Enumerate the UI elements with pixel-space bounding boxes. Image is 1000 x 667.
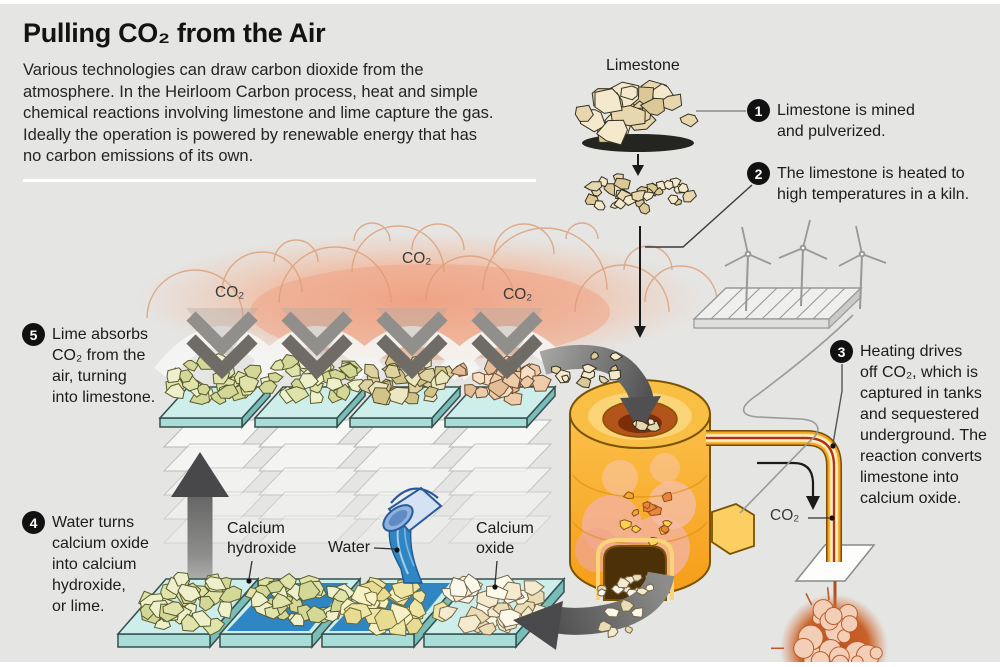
step-3: 3 Heating drives off CO₂, which is captu… [830, 340, 987, 509]
step-1: 1 Limestone is mined and pulverized. [747, 99, 915, 142]
step-5-number: 5 [22, 323, 45, 346]
leader-lines [246, 110, 843, 590]
co2-label-pipe: CO₂ [770, 507, 800, 524]
mouth-pellets [631, 418, 661, 432]
step-4: 4 Water turns calcium oxide into calcium… [22, 511, 149, 617]
underground-sequestration-rock [770, 587, 888, 667]
limestone-feed-arrow [539, 344, 661, 432]
top-border [0, 0, 1000, 4]
step-1-number: 1 [747, 99, 770, 122]
step-5-text: Lime absorbs CO₂ from the air, turning i… [52, 326, 156, 406]
lime-rocks-bottom2 [244, 572, 356, 627]
exit-pellets [597, 576, 655, 639]
step-3-number: 3 [830, 340, 853, 363]
water-label: Water [328, 539, 371, 556]
step-5: 5 Lime absorbs CO₂ from the air, turning… [22, 323, 155, 408]
step-2-text: The limestone is heated to high temperat… [777, 165, 970, 203]
co2-label-cloud-2: CO₂ [402, 250, 432, 267]
absorption-chevron-arrows [186, 308, 543, 380]
energy-leader-line [739, 314, 854, 514]
step-4-number: 4 [22, 511, 45, 534]
calcium-hydroxide-rocks [138, 571, 243, 636]
cloud-outlines [146, 222, 718, 319]
co2-pipe [706, 430, 876, 612]
renewable-energy [692, 219, 887, 514]
limestone-label: Limestone [606, 57, 680, 74]
lime-rocks-tray3 [357, 354, 456, 406]
step-2: 2 The limestone is heated to high temper… [747, 162, 969, 205]
limestone-pile [574, 79, 699, 146]
lime-up-arrow [171, 452, 229, 592]
step-3-text: Heating drives off CO₂, which is capture… [860, 343, 987, 507]
bottom-border [0, 662, 1000, 667]
page-title: Pulling CO₂ from the Air [23, 18, 326, 48]
step-2-number: 2 [747, 162, 770, 185]
wind-turbines [724, 219, 887, 312]
pulverized-limestone [583, 173, 698, 215]
water-bucket [382, 486, 443, 584]
feed-pellets [550, 351, 624, 389]
co2-label-cloud-3: CO₂ [503, 286, 533, 303]
intro-paragraph: Various technologies can draw carbon dio… [23, 61, 494, 165]
step-4-text: Water turns calcium oxide into calcium h… [52, 514, 149, 615]
calcium-oxide-label: Calcium oxide [476, 520, 534, 557]
step-1-text: Limestone is mined and pulverized. [777, 102, 915, 140]
calcium-hydroxide-label: Calcium hydroxide [227, 520, 297, 557]
divider-rule [23, 179, 536, 182]
calcium-oxide-exit-arrow [513, 570, 675, 650]
co2-label-cloud-1: CO₂ [215, 284, 245, 301]
